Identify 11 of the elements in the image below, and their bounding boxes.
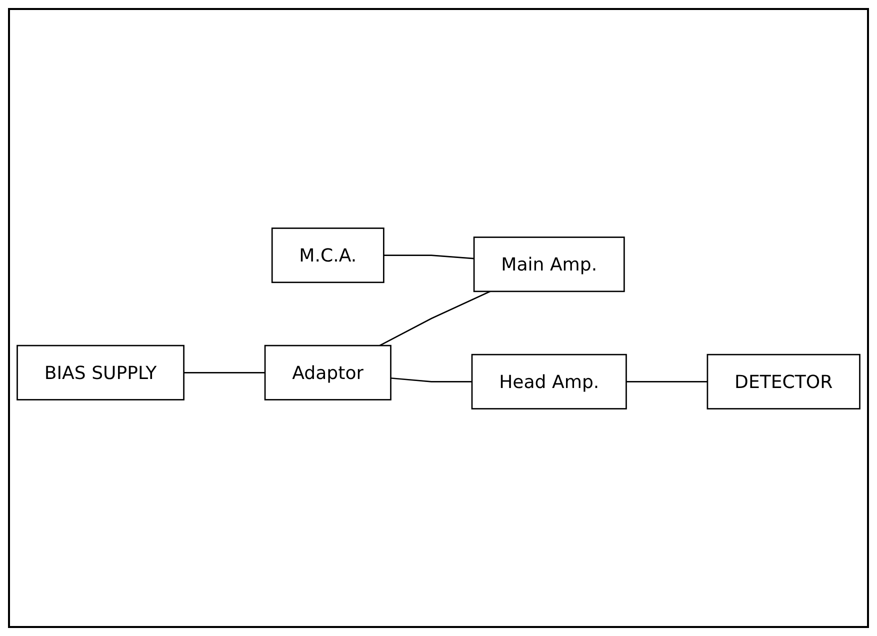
node-box: Adaptor [264, 344, 392, 400]
connector [626, 380, 708, 382]
connector [384, 254, 474, 259]
connector [379, 290, 491, 346]
node-box: M.C.A. [271, 227, 384, 283]
node-box: Head Amp. [471, 353, 627, 409]
connector [184, 371, 266, 373]
node-box: BIAS SUPPLY [16, 344, 184, 400]
node-box: DETECTOR [706, 353, 860, 409]
connector [390, 376, 472, 382]
node-box: Main Amp. [473, 236, 625, 292]
